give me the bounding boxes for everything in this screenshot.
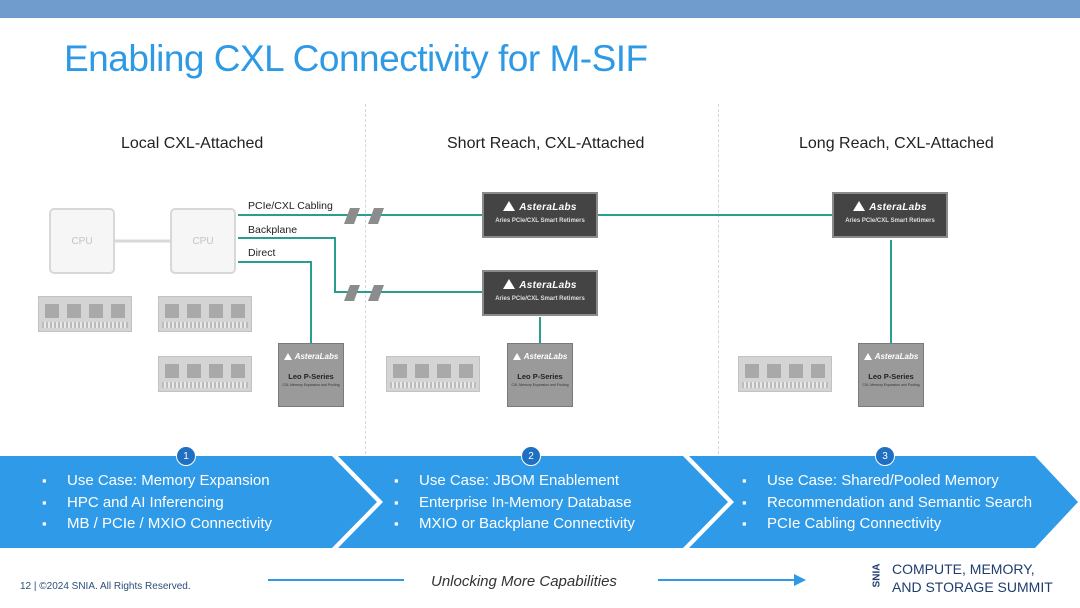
- aries-retimer-1: AsteraLabs Aries PCIe/CXL Smart Retimers: [482, 192, 598, 238]
- dimm-module-5: [738, 356, 832, 392]
- cpu-1: CPU: [49, 208, 115, 274]
- use-case-3-item-2: Recommendation and Semantic Search: [742, 492, 1032, 514]
- column-title-long-reach: Long Reach, CXL-Attached: [799, 135, 994, 152]
- leo-controller-3: AsteraLabs Leo P-Series CXL Memory Expan…: [858, 343, 924, 407]
- cpu-2: CPU: [170, 208, 236, 274]
- use-case-3-item-1: Use Case: Shared/Pooled Memory: [742, 470, 1032, 492]
- top-bar: [0, 0, 1080, 18]
- tagline: Unlocking More Capabilities: [431, 573, 617, 590]
- use-case-list-2: Use Case: JBOM Enablement Enterprise In-…: [394, 470, 635, 535]
- summit-name: COMPUTE, MEMORY, AND STORAGE SUMMIT: [892, 560, 1053, 596]
- use-case-3-item-3: PCIe Cabling Connectivity: [742, 513, 1032, 535]
- column-divider-1: [365, 104, 366, 454]
- leo-controller-2: AsteraLabs Leo P-Series CXL Memory Expan…: [507, 343, 573, 407]
- label-backplane: Backplane: [248, 224, 298, 236]
- step-badge-1: 1: [176, 446, 196, 466]
- summit-line-2: AND STORAGE SUMMIT: [892, 579, 1053, 595]
- asteralabs-logo-3: AsteraLabs: [834, 201, 946, 213]
- column-title-short-reach: Short Reach, CXL-Attached: [447, 135, 645, 152]
- label-pcie-cxl-cabling: PCIe/CXL Cabling: [248, 200, 333, 212]
- arrow-right-icon: [794, 574, 806, 586]
- use-case-list-3: Use Case: Shared/Pooled Memory Recommend…: [742, 470, 1032, 535]
- asteralabs-logo-2: AsteraLabs: [484, 279, 596, 291]
- label-direct: Direct: [248, 247, 276, 259]
- leo-controller-1: AsteraLabs Leo P-Series CXL Memory Expan…: [278, 343, 344, 407]
- backplane-link: [238, 237, 482, 293]
- use-case-2-item-2: Enterprise In-Memory Database: [394, 492, 635, 514]
- summit-line-1: COMPUTE, MEMORY,: [892, 561, 1035, 577]
- use-case-2-item-3: MXIO or Backplane Connectivity: [394, 513, 635, 535]
- aries-retimer-2: AsteraLabs Aries PCIe/CXL Smart Retimers: [482, 270, 598, 316]
- use-case-2-item-1: Use Case: JBOM Enablement: [394, 470, 635, 492]
- leo-name-3: Leo P-Series: [868, 372, 914, 381]
- leo-name-1: Leo P-Series: [288, 372, 334, 381]
- leo-logo-3: AsteraLabs: [859, 352, 923, 361]
- column-title-local: Local CXL-Attached: [121, 135, 264, 152]
- snia-mark: SNIA: [871, 563, 883, 588]
- dimm-module-1: [38, 296, 132, 332]
- leo-logo-1: AsteraLabs: [279, 352, 343, 361]
- leo-sub-3: CXL Memory Expansion and Pooling: [862, 383, 920, 387]
- step-badge-3: 3: [875, 446, 895, 466]
- dimm-module-3: [158, 356, 252, 392]
- column-divider-2: [718, 104, 719, 454]
- dimm-module-4: [386, 356, 480, 392]
- leo-name-2: Leo P-Series: [517, 372, 563, 381]
- use-case-1-item-3: MB / PCIe / MXIO Connectivity: [42, 513, 272, 535]
- use-case-1-item-2: HPC and AI Inferencing: [42, 492, 272, 514]
- direct-link: [238, 261, 312, 343]
- leo-sub-2: CXL Memory Expansion and Pooling: [511, 383, 569, 387]
- cpu-2-label: CPU: [192, 235, 214, 247]
- asteralabs-logo-1: AsteraLabs: [484, 201, 596, 213]
- retimer-name-2: Aries PCIe/CXL Smart Retimers: [495, 296, 585, 302]
- retimer-name-1: Aries PCIe/CXL Smart Retimers: [495, 218, 585, 224]
- leo-logo-2: AsteraLabs: [508, 352, 572, 361]
- footer-line-left: [268, 579, 404, 581]
- leo-sub-1: CXL Memory Expansion and Pooling: [282, 383, 340, 387]
- slide-title: Enabling CXL Connectivity for M-SIF: [64, 38, 648, 79]
- use-case-list-1: Use Case: Memory Expansion HPC and AI In…: [42, 470, 272, 535]
- footer-line-right: [658, 579, 798, 581]
- cable-break-marks-2: [344, 285, 384, 301]
- copyright-text: 12 | ©2024 SNIA. All Rights Reserved.: [20, 581, 191, 592]
- cable-break-marks-1: [344, 208, 384, 224]
- use-case-1-item-1: Use Case: Memory Expansion: [42, 470, 272, 492]
- retimer-name-3: Aries PCIe/CXL Smart Retimers: [845, 218, 935, 224]
- step-badge-2: 2: [521, 446, 541, 466]
- dimm-module-2: [158, 296, 252, 332]
- aries-retimer-3: AsteraLabs Aries PCIe/CXL Smart Retimers: [832, 192, 948, 238]
- connection-lines: [115, 208, 892, 343]
- cpu-1-label: CPU: [71, 235, 93, 247]
